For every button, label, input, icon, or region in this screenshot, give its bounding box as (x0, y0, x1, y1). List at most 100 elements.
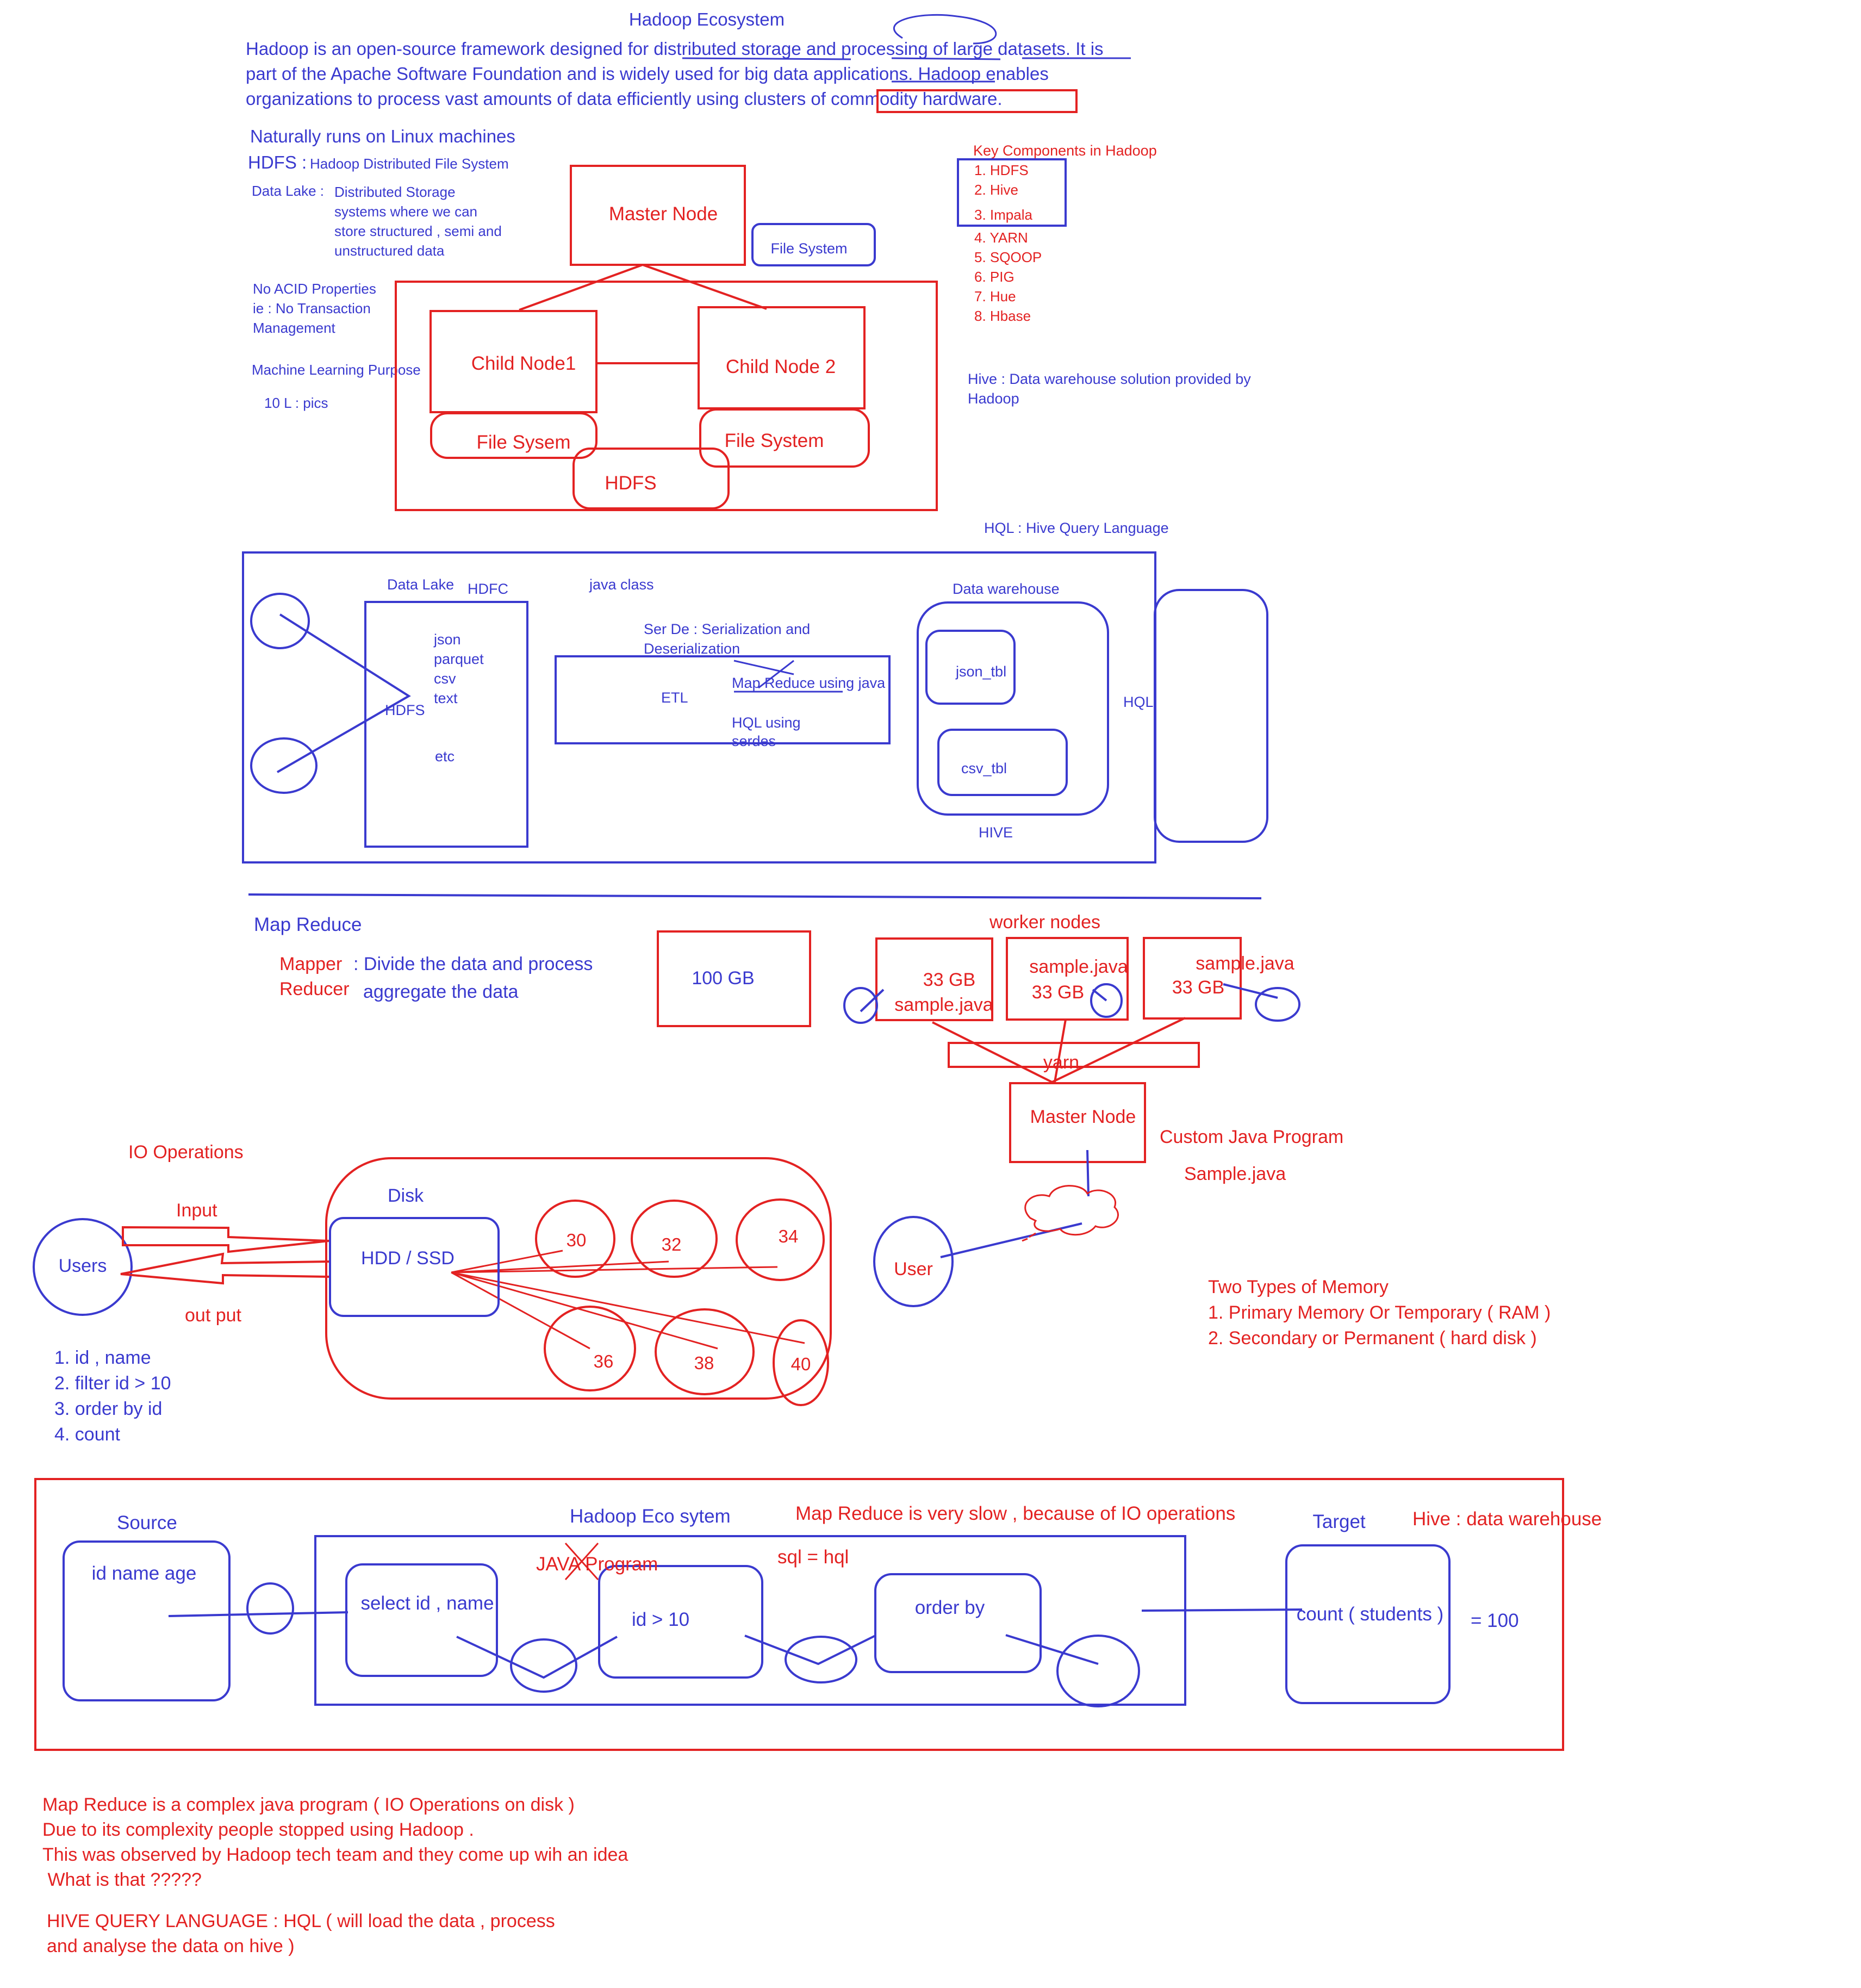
mapper-desc: : Divide the data and process (353, 954, 593, 974)
hdfc-label: HDFC (468, 581, 508, 597)
memory-title: Two Types of Memory (1208, 1277, 1389, 1297)
acid-note-3: Management (253, 320, 336, 336)
disk-block-34 (736, 1198, 825, 1281)
hql-serdes-label-2: serdes (732, 733, 776, 749)
disk-block-36-label: 36 (594, 1351, 614, 1371)
user-circle (873, 1216, 954, 1307)
section-divider (248, 893, 1262, 899)
output-arrow (120, 1252, 329, 1285)
intro-line-3: organizations to process vast amounts of… (246, 89, 1003, 109)
target-label: Target (1312, 1511, 1366, 1532)
linux-note: Naturally runs on Linux machines (250, 126, 515, 146)
intro-line-2: part of the Apache Software Foundation a… (246, 64, 1049, 84)
sample-java-caption: Sample.java (1184, 1164, 1286, 1184)
io-step-1: 1. id , name (54, 1347, 151, 1368)
custom-java-label: Custom Java Program (1160, 1127, 1343, 1147)
hql-note: HQL : Hive Query Language (984, 520, 1169, 536)
worker-node-2 (1006, 937, 1129, 1021)
memory-item-2: 2. Secondary or Permanent ( hard disk ) (1208, 1328, 1537, 1349)
ml-note: Machine Learning Purpose (252, 362, 421, 378)
disk-block-30-label: 30 (567, 1230, 587, 1250)
child-node-2-label: Child Node 2 (726, 356, 836, 377)
component-3: 3. Impala (974, 207, 1032, 223)
step-connector-2 (785, 1636, 857, 1683)
hadoop-eco-label: Hadoop Eco sytem (570, 1506, 731, 1527)
worker-1-circle (843, 987, 878, 1024)
source-columns: id name age (92, 1563, 197, 1584)
hive-ql-note-1: HIVE QUERY LANGUAGE : HQL ( will load th… (47, 1911, 555, 1931)
disk-block-38-label: 38 (694, 1353, 714, 1373)
hive-ql-note-2: and analyse the data on hive ) (47, 1936, 295, 1956)
intro-annotations (682, 14, 1131, 83)
component-4: 4. YARN (974, 229, 1028, 246)
target-box (1285, 1544, 1451, 1704)
file-system-label: File System (770, 240, 847, 257)
worker-1-split: 33 GB (923, 970, 975, 990)
source-connector-circle (246, 1582, 294, 1635)
mapreduce-java-label: Map Reduce using java (732, 675, 886, 691)
json-tbl-label: json_tbl (955, 663, 1006, 680)
reducer-desc: aggregate the data (363, 981, 519, 1002)
io-step-4: 4. count (54, 1424, 121, 1445)
users-label: Users (59, 1256, 107, 1276)
hdd-ssd-box (329, 1217, 500, 1317)
format-text: text (434, 690, 458, 706)
csv-tbl-box (937, 729, 1068, 796)
sql-equals-hql: sql = hql (777, 1546, 849, 1568)
bottom-note-3: This was observed by Hadoop tech team an… (42, 1844, 628, 1865)
order-step-box (874, 1573, 1042, 1673)
source-label: Source (117, 1512, 177, 1533)
hdfs-lake-label: HDFS (385, 702, 425, 718)
component-7: 7. Hue (974, 288, 1016, 305)
disk-block-38 (655, 1308, 755, 1395)
hive-dw-label: Hive : data warehouse (1412, 1508, 1602, 1530)
strike-icon (564, 1542, 599, 1581)
worker-2-sample: sample.java (1029, 956, 1128, 977)
worker-nodes-label: worker nodes (989, 912, 1100, 933)
worker-3-split: 33 GB (1172, 977, 1224, 998)
master-node-mr-box (1009, 1082, 1146, 1163)
select-step-box (345, 1563, 498, 1677)
input-label: Input (176, 1200, 217, 1221)
hive-note-1: Hive : Data warehouse solution provided … (968, 371, 1251, 387)
disk-block-32-label: 32 (662, 1234, 682, 1254)
hql-label: HQL (1123, 694, 1154, 710)
output-label: out put (185, 1305, 242, 1326)
child-node-1-label: Child Node1 (471, 353, 576, 374)
data-warehouse-label: Data warehouse (953, 581, 1060, 597)
key-components-highlight (957, 158, 1067, 227)
io-step-2: 2. filter id > 10 (54, 1373, 171, 1394)
commodity-hardware-highlight (876, 89, 1078, 113)
file-system-2-label: File System (725, 430, 824, 451)
format-csv: csv (434, 670, 456, 687)
filter-step-label: id > 10 (632, 1609, 689, 1630)
order-step-label: order by (915, 1597, 985, 1618)
file-system-box (751, 223, 876, 266)
bottom-note-4: What is that ????? (42, 1869, 202, 1890)
file-system-2-box (699, 408, 870, 468)
input-arrow (122, 1226, 329, 1253)
flow-boundary (34, 1478, 1564, 1751)
yarn-bar (948, 1042, 1200, 1068)
hdfs-prefix: HDFS : (248, 152, 307, 172)
component-1: 1. HDFS (974, 162, 1029, 178)
data-warehouse-box (917, 601, 1109, 816)
worker-node-3 (1143, 937, 1242, 1020)
worker-1-sample: sample.java (894, 995, 993, 1015)
hive-storage-box (1154, 589, 1268, 843)
users-circle (33, 1218, 133, 1316)
hadoop-eco-box (314, 1535, 1186, 1706)
datalake-desc-3: store structured , semi and (334, 223, 502, 239)
source-box (63, 1540, 231, 1701)
disk-block-32 (631, 1200, 718, 1278)
etl-label: ETL (661, 689, 688, 706)
data-lake-box (364, 601, 528, 848)
datalake-desc-4: unstructured data (334, 243, 445, 259)
format-parquet: parquet (434, 651, 484, 667)
io-step-3: 3. order by id (54, 1399, 162, 1419)
count-result: = 100 (1471, 1610, 1519, 1631)
file-system-1-label: File Sysem (476, 432, 570, 453)
worker-3-circle (1255, 987, 1300, 1022)
datalake-label: Data Lake : (252, 183, 324, 199)
